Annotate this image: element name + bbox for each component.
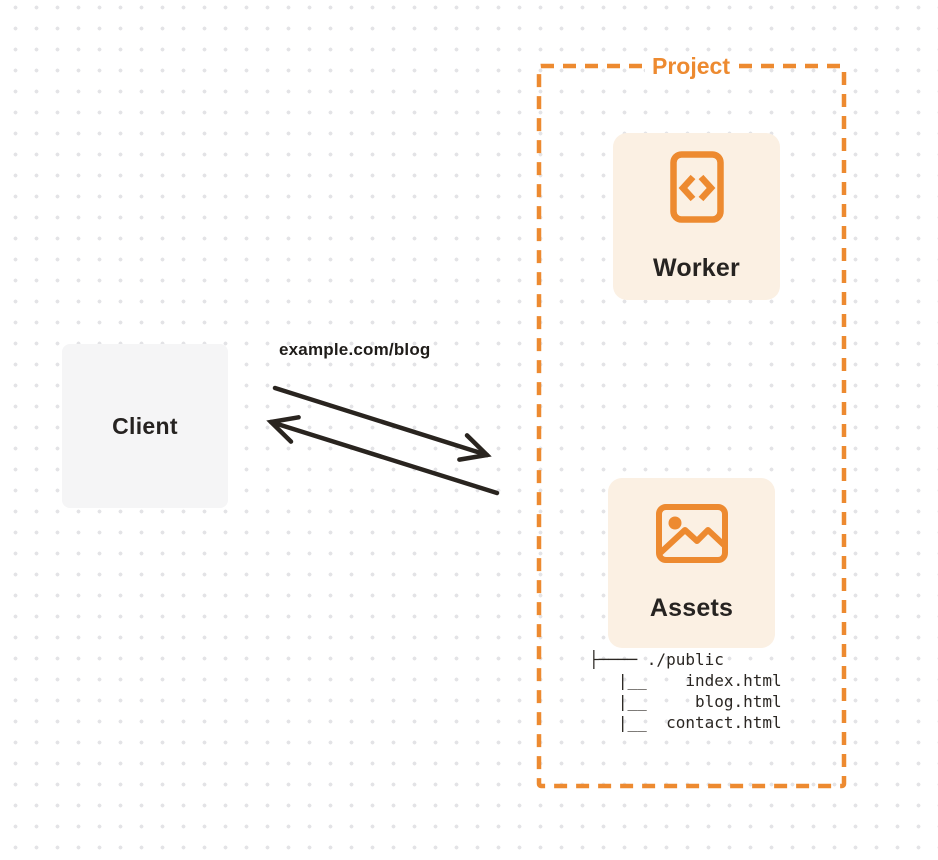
worker-node: Worker (613, 133, 780, 300)
worker-label: Worker (653, 253, 740, 282)
request-url-label: example.com/blog (279, 340, 431, 359)
response-arrow (266, 415, 500, 496)
code-file-icon (669, 150, 724, 228)
assets-file-tree: ├──── ./public |__ index.html |__ blog.h… (589, 650, 782, 732)
assets-label: Assets (649, 593, 734, 622)
image-icon (655, 503, 728, 568)
request-arrow (272, 385, 492, 462)
assets-node: Assets (608, 478, 775, 648)
project-boundary-border (536, 63, 847, 789)
client-label: Client (112, 412, 178, 439)
client-node: Client (62, 344, 228, 508)
project-label: Project (645, 52, 737, 80)
